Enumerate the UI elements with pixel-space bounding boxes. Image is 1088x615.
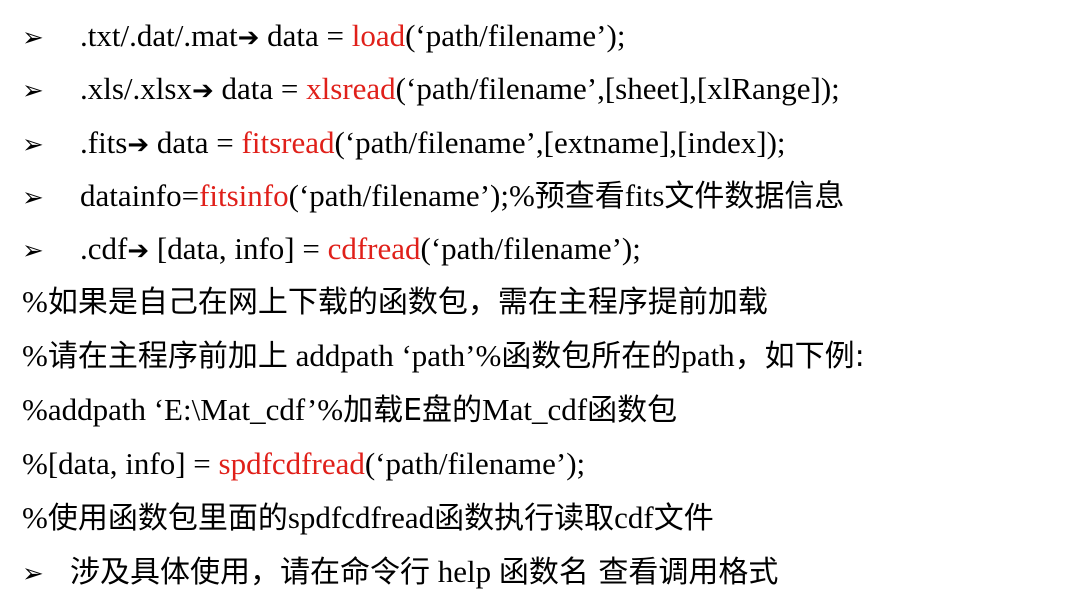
bullet-line-fitsread: ➢ .fits➔ data = fitsread(‘path/filename’,…	[22, 121, 786, 165]
right-arrow-icon: ➔	[237, 23, 260, 53]
bullet-arrow-icon: ➢	[22, 183, 44, 213]
bullet-line-load: ➢ .txt/.dat/.mat➔ data = load(‘path/filen…	[22, 14, 625, 58]
percent-sign: %	[22, 500, 48, 535]
comment-text: ，如下例:	[734, 339, 865, 374]
comment-line-usage: %使用函数包里面的spdfcdfread函数执行读取cdf文件	[22, 496, 714, 540]
comment-text: 涉及具体使用，请在命令行	[70, 555, 430, 590]
bullet-arrow-icon: ➢	[22, 23, 44, 53]
bullet-line-xlsread: ➢ .xls/.xlsx➔ data = xlsread(‘path/filena…	[22, 67, 840, 111]
bullet-arrow-icon: ➢	[22, 130, 44, 160]
file-extensions: .cdf	[80, 231, 128, 266]
code-args: (‘path/filename’,[sheet],[xlRange]);	[395, 71, 840, 106]
code-snippet: cdf	[614, 500, 654, 535]
function-name: fitsread	[241, 125, 335, 160]
code-assign: data =	[259, 18, 352, 53]
bullet-line-help: ➢ 涉及具体使用，请在命令行 help 函数名 查看调用格式	[22, 550, 778, 594]
code-snippet: %addpath ‘E:\Mat_cdf’%	[22, 392, 344, 427]
function-name: xlsread	[306, 71, 396, 106]
percent-sign: %	[22, 338, 48, 373]
code-snippet: Mat_cdf	[482, 392, 588, 427]
comment-text: 请在主程序前加上	[47, 339, 288, 374]
comment-text-latin: fits	[624, 178, 665, 213]
bullet-arrow-icon: ➢	[22, 236, 44, 266]
comment-text: 函数名 查看调用格式	[498, 555, 779, 590]
bullet-arrow-icon: ➢	[22, 559, 44, 589]
comment-text: 预查看	[534, 179, 625, 214]
code-assign: data =	[149, 125, 242, 160]
comment-line-download: %如果是自己在网上下载的函数包，需在主程序提前加载	[22, 280, 768, 324]
right-arrow-icon: ➔	[191, 76, 214, 106]
comment-line-addpath: %请在主程序前加上 addpath ‘path’%函数包所在的path，如下例:	[22, 334, 865, 378]
right-arrow-icon: ➔	[127, 130, 150, 160]
file-extensions: .xls/.xlsx	[80, 71, 192, 106]
code-assign: datainfo=	[80, 178, 200, 213]
code-assign: data =	[213, 71, 307, 106]
comment-text: 使用函数包里面的	[47, 501, 288, 536]
code-snippet: %[data, info] =	[22, 446, 219, 481]
code-snippet: path	[681, 338, 735, 373]
code-snippet: help	[430, 554, 499, 589]
comment-text: 文件	[653, 501, 714, 536]
function-name: spdfcdfread	[218, 446, 365, 481]
file-extensions: .fits	[80, 125, 128, 160]
file-extensions: .txt/.dat/.mat	[80, 18, 238, 53]
code-args: (‘path/filename’);	[420, 231, 641, 266]
code-args: (‘path/filename’);	[364, 446, 586, 481]
code-args: (‘path/filename’,[extname],[index]);	[334, 125, 786, 160]
comment-text: 函数执行读取	[434, 501, 615, 536]
comment-line-spdfcdfread: %[data, info] = spdfcdfread(‘path/filena…	[22, 442, 585, 486]
code-snippet: spdfcdfread	[287, 500, 435, 535]
comment-line-example: %addpath ‘E:\Mat_cdf’%加载E盘的Mat_cdf函数包	[22, 388, 677, 432]
function-name: cdfread	[327, 231, 421, 266]
code-args: (‘path/filename’);%	[288, 178, 535, 213]
bullet-arrow-icon: ➢	[22, 76, 44, 106]
function-name: fitsinfo	[199, 178, 289, 213]
comment-text: 加载E盘的	[343, 393, 483, 428]
bullet-line-cdfread: ➢ .cdf➔ [data, info] = cdfread(‘path/file…	[22, 227, 641, 271]
comment-text: 函数包	[587, 393, 678, 428]
code-assign: [data, info] =	[149, 231, 328, 266]
comment-text: 函数包所在的	[501, 339, 682, 374]
bullet-line-fitsinfo: ➢ datainfo=fitsinfo(‘path/filename’);%预查看…	[22, 174, 844, 218]
right-arrow-icon: ➔	[127, 236, 150, 266]
comment-text: 文件数据信息	[664, 179, 845, 214]
code-args: (‘path/filename’);	[405, 18, 626, 53]
code-snippet: addpath ‘path’%	[287, 338, 502, 373]
function-name: load	[351, 18, 406, 53]
comment-text: 如果是自己在网上下载的函数包，需在主程序提前加载	[47, 285, 768, 320]
percent-sign: %	[22, 284, 48, 319]
